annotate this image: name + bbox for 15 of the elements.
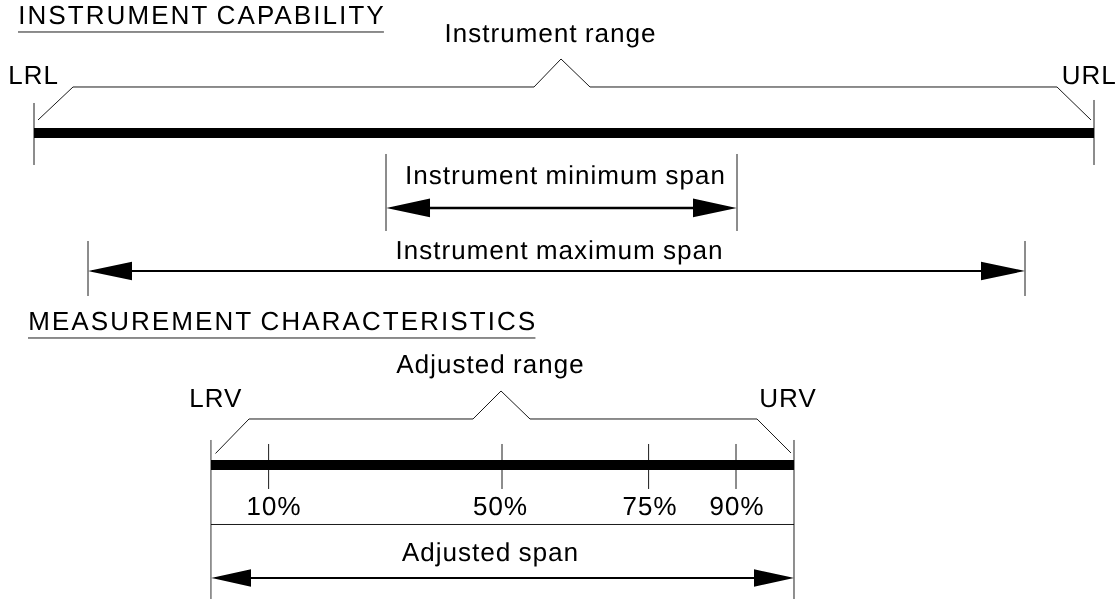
section-heading: INSTRUMENT CAPABILITY — [17, 5, 385, 33]
percent-label: 75% — [623, 496, 676, 516]
percent-label: 10% — [248, 496, 300, 516]
range-label: Adjusted range — [396, 354, 583, 379]
span-label: Adjusted span — [401, 542, 577, 567]
span-label: Instrument minimum span — [407, 165, 724, 190]
percent-label: 50% — [474, 496, 527, 516]
range-label: Instrument range — [446, 24, 655, 48]
span-label: Instrument maximum span — [397, 240, 721, 265]
limit-label: LRL — [10, 66, 58, 84]
value-label: LRV — [191, 389, 242, 407]
limit-label: URL — [1063, 66, 1115, 85]
value-label: URV — [761, 389, 816, 408]
percent-label: 90% — [710, 496, 763, 516]
section-heading: MEASUREMENT CHARACTERISTICS — [27, 311, 536, 339]
